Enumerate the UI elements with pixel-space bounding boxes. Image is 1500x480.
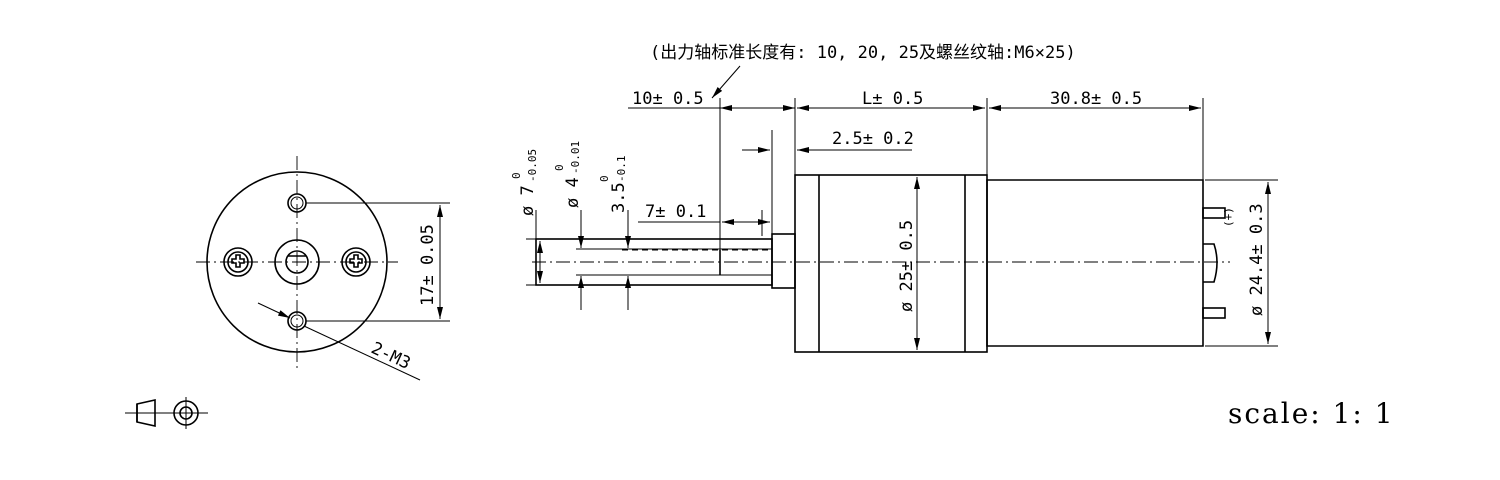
shaft-diameter-tol-dn: -0.05	[526, 149, 539, 182]
boss-length-dim: 2.5± 0.2	[832, 129, 914, 149]
terminal-top	[1202, 207, 1226, 219]
flat-diameter-tol-dn: -0.01	[569, 141, 582, 174]
flat-diameter-tol-up: 0	[553, 164, 566, 171]
scale-label: scale: 1: 1	[1228, 397, 1395, 430]
shaft-boss-side	[771, 233, 796, 289]
mount-hole-bottom-inner	[290, 314, 304, 328]
front-view: 17± 0.05 2-M3	[196, 156, 450, 381]
motor-diameter-dim: ø 24.4± 0.3	[1247, 203, 1267, 316]
hole-spacing-dim: 17± 0.05	[418, 224, 438, 306]
mount-thread-label: 2-M3	[368, 338, 414, 373]
shaft-circle	[285, 250, 309, 274]
d-cut-dim: 3.5	[609, 182, 629, 213]
d-cut-tol-up: 0	[598, 175, 611, 182]
mount-hole-top-inner	[290, 196, 304, 210]
screw-right-icon	[341, 247, 371, 277]
shaft-boss	[274, 239, 320, 285]
side-view: (+) 10± 0.5 L± 0.5 30.8± 0.5 2.5± 0.2 7±…	[510, 43, 1278, 353]
motor-length-dim: 30.8± 0.5	[1050, 89, 1142, 109]
shaft-length-dim: 10± 0.5	[632, 89, 704, 109]
flat-diameter-dim: ø 4	[563, 177, 583, 208]
terminal-bottom	[1202, 307, 1226, 319]
flat-length-dim: 7± 0.1	[645, 202, 706, 222]
shaft-diameter-tol-up: 0	[510, 172, 523, 179]
shaft-length-note: (出力轴标准长度有: 10, 20, 25及螺丝纹轴:M6×25)	[650, 43, 1076, 63]
motor-body	[986, 179, 1204, 347]
gearbox-body	[794, 174, 988, 353]
projection-symbol-icon	[125, 397, 208, 429]
d-cut-tol-dn: -0.1	[615, 156, 628, 183]
screw-left-icon	[223, 247, 253, 277]
gearbox-length-dim: L± 0.5	[862, 89, 923, 109]
gearbox-diameter-dim: ø 25± 0.5	[897, 220, 917, 312]
terminal-polarity: (+)	[1222, 207, 1235, 227]
motor-bushing	[1203, 243, 1218, 283]
shaft-diameter-dim: ø 7	[518, 185, 538, 216]
